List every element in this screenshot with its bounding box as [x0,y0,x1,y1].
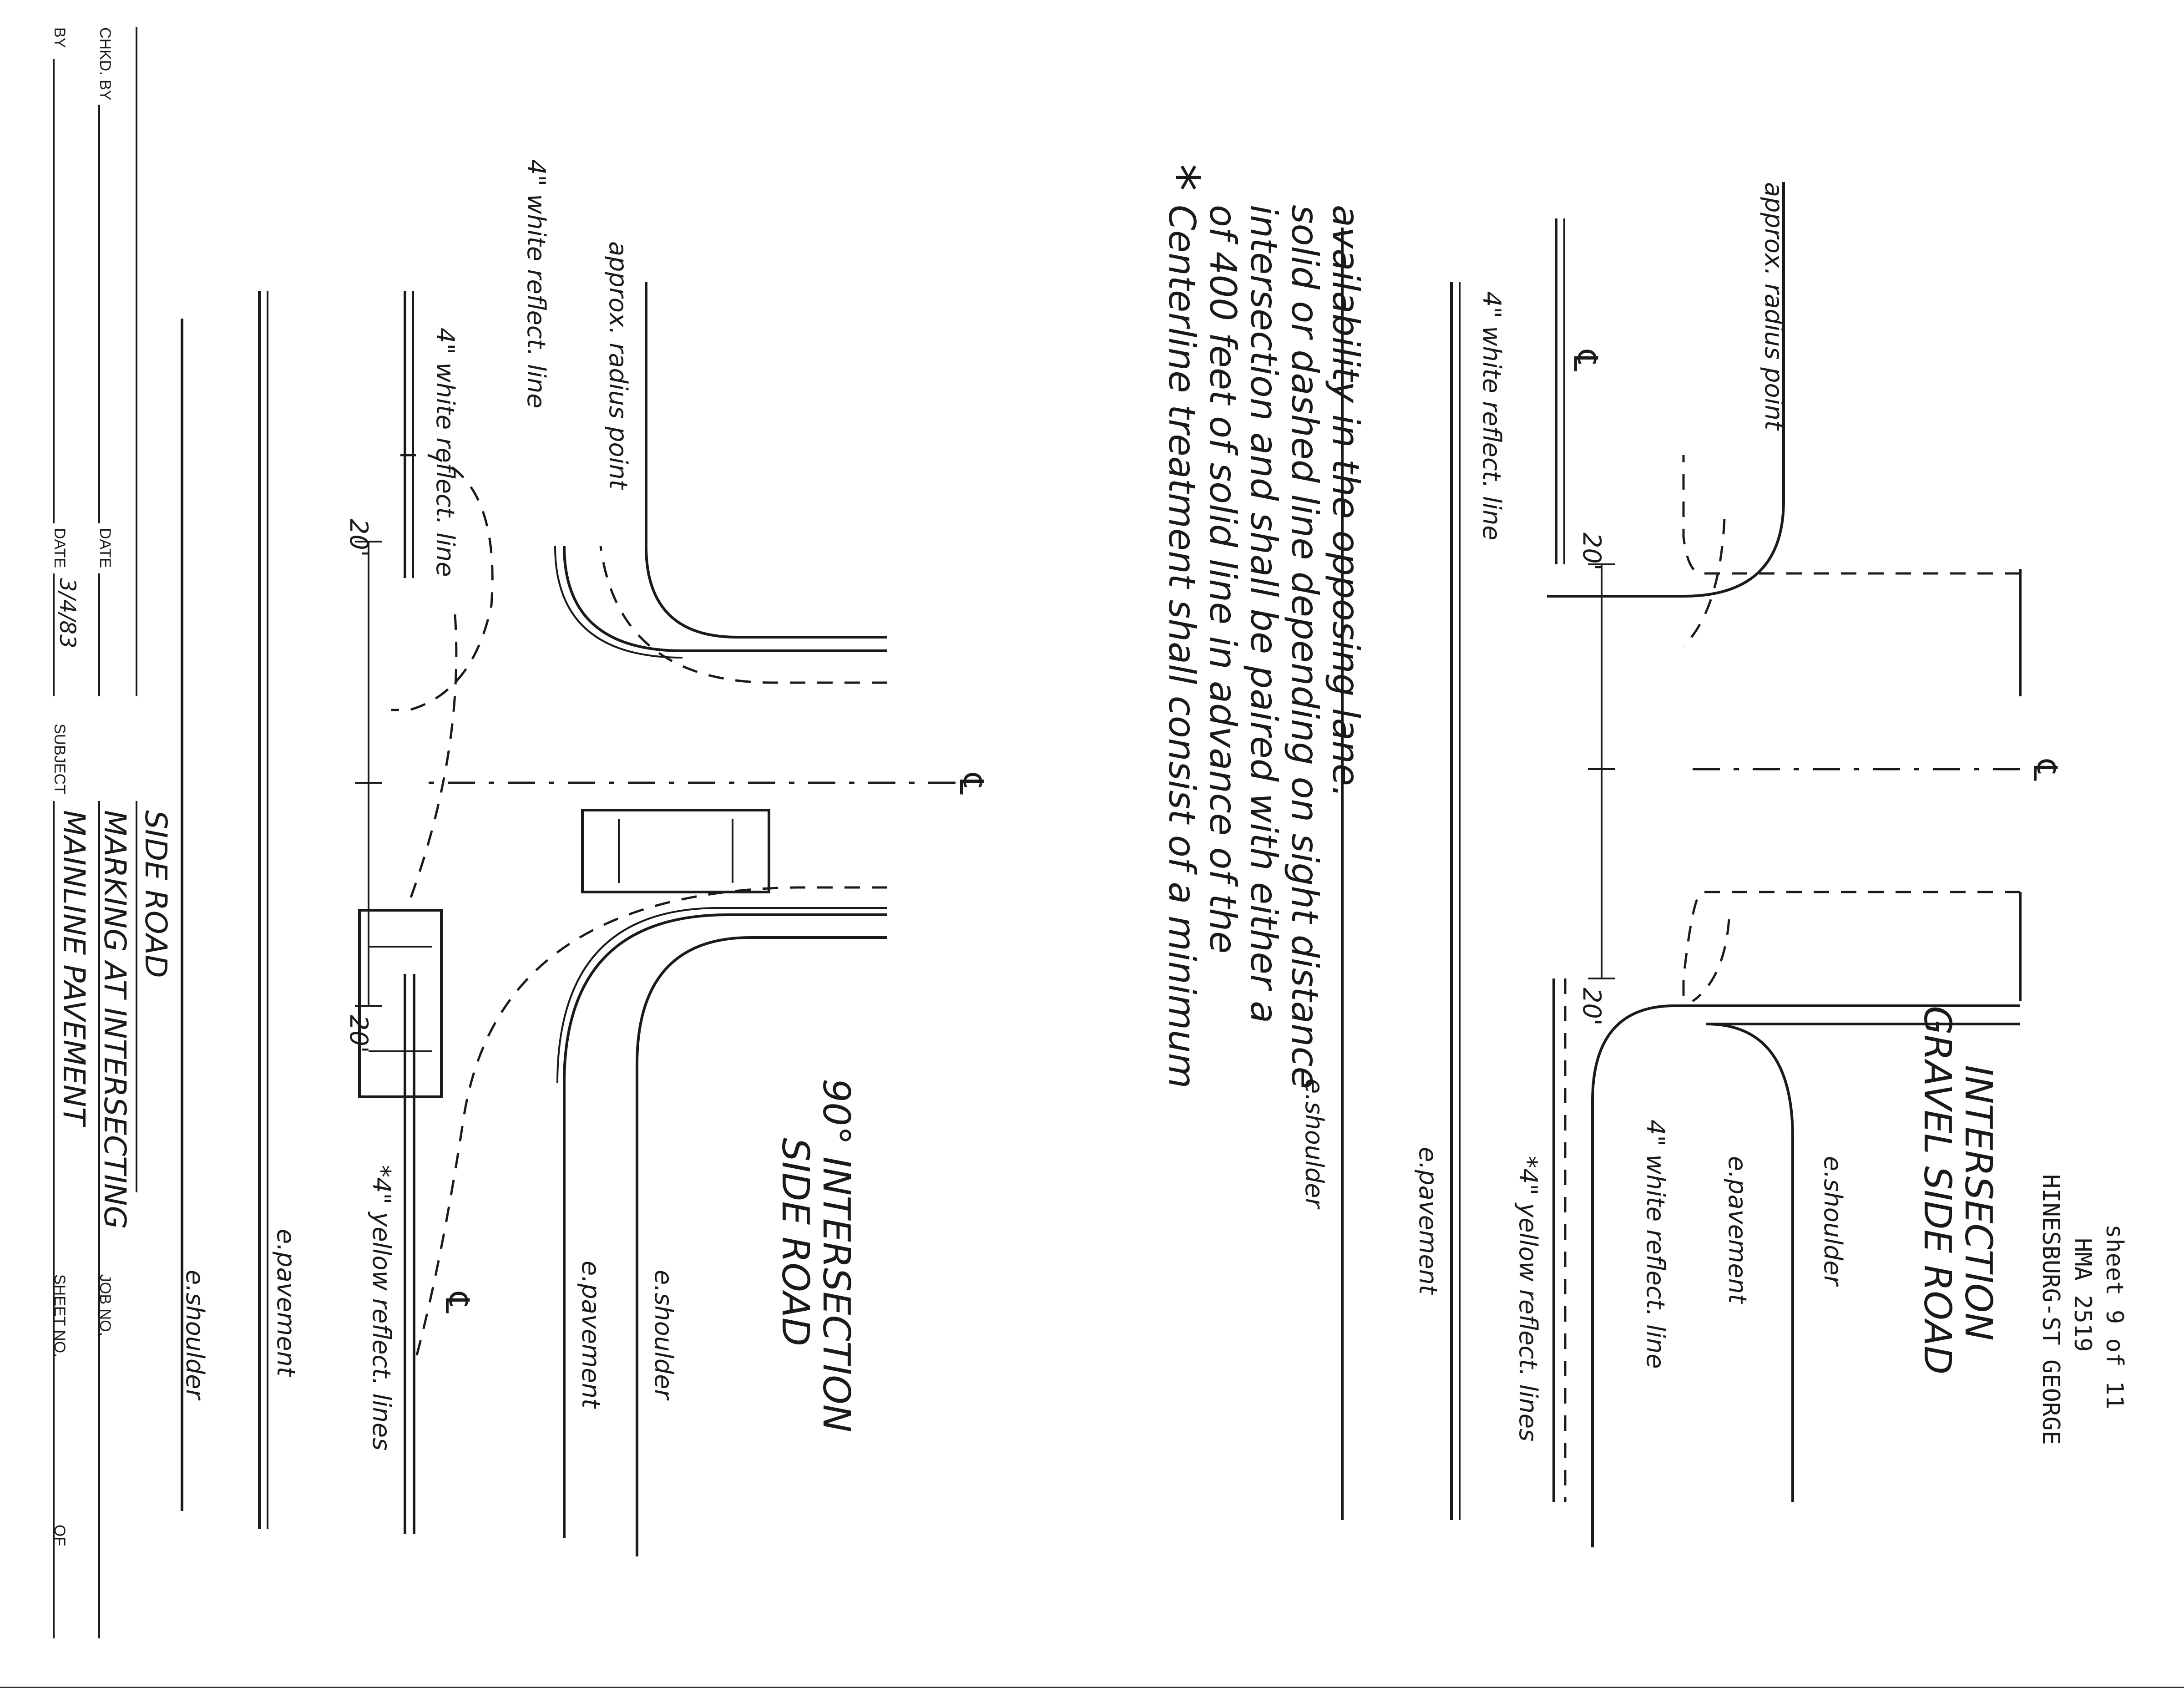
gravel-white-line-left-label: 4" white reflect. line [1477,291,1506,541]
gravel-title-2: INTERSECTION [1956,1065,2000,1341]
note-line-2: of 400 feet of solid line in advance of … [1202,205,1244,953]
approx-radius-label: approx. radius point [604,241,632,490]
gravel-edge-left [1547,182,1785,598]
side-road-title-1: SIDE ROAD [774,1138,817,1346]
sheet-no-label: SHEET NO. [51,1274,68,1358]
note-line-5: availability in the opposing lane. [1325,205,1367,797]
note-line-1: Centerline treatment shall consist of a … [1161,205,1203,1089]
side-road-title-2: 90° INTERSECTION [814,1079,858,1432]
gravel-cl-mark: ℄ [2026,755,2064,785]
e-pavement-label: e.pavement [272,1229,300,1377]
side-road-diagram: ℄ 20' 20' 4" white reflect. line 4" whit… [181,159,991,1556]
main-cl-mark: ℄ [1567,346,1605,375]
gravel-dash-right-2 [1692,919,1730,1003]
gravel-e-pavement-lower-label: e.pavement [1723,1156,1752,1304]
gravel-dash-right [1682,891,2020,1001]
side-road-radius-right [563,913,887,1538]
dim-bottom-right-label: 20' [1577,988,1606,1026]
side-road-dash-left [599,546,887,684]
e-shoulder-lower-label: e.shoulder [649,1270,678,1401]
note-line-4: solid or dashed line depending on sight … [1284,205,1326,1089]
centerline-note: * Centerline treatment shall consist of … [1147,164,1367,1089]
gravel-white-line-right-label: 4" white reflect. line [1641,1120,1670,1369]
gravel-e-shoulder-lower-label: e.shoulder [1819,1156,1847,1287]
footer-block: HINESBURG-ST GEORGE HMA 2519 sheet 9 of … [2037,1174,2128,1445]
dim-bottom-left-label: 20' [1577,532,1606,571]
side-road-radius-right-inner [556,907,887,1084]
gravel-yellow-lines-label: *4" yellow reflect. lines [1514,1156,1542,1441]
note-line-3: intersection and shall be paired with ei… [1243,205,1285,1023]
date-label: DATE [51,528,68,568]
subject-line-3: SIDE ROAD [138,810,173,978]
turning-path-upper [391,454,494,711]
gravel-approx-radius-label: approx. radius point [1759,182,1788,431]
yellow-cl-mark: ℄ [438,1288,476,1318]
side-road-cl-mark: ℄ [952,769,991,799]
of-label: OF [51,1525,68,1546]
gravel-dash-left [1682,455,2020,575]
subject-line-1: MAINLINE PAVEMENT [56,810,91,1127]
vehicle-2 [358,909,443,1098]
gravel-e-shoulder-label: e.shoulder [1300,1079,1329,1210]
vehicle-1 [581,809,770,893]
yellow-lines-label: *4" yellow reflect. lines [367,1165,396,1450]
side-road-edge-right [636,936,887,1556]
note-star: * [1147,164,1210,191]
subject-label: SUBJECT [51,724,68,794]
white-line-left-label: 4" white reflect. line [522,159,551,409]
e-pavement-lower-label: e.pavement [576,1261,605,1409]
dim-right-label: 20' [344,1015,373,1053]
chkd-date-label: DATE [96,528,114,568]
side-road-radius-left [563,546,887,652]
by-label: BY [51,27,68,48]
footer-line-2: HMA 2519 [2069,1238,2096,1352]
title-block: BY DATE 3/4/83 SUBJECT MAINLINE PAVEMENT… [51,27,173,1638]
dim-left-label: 20' [344,519,373,557]
footer-line-1: HINESBURG-ST GEORGE [2037,1174,2064,1445]
bottom-scan-edge [0,1687,2184,1688]
e-shoulder-label: e.shoulder [181,1270,209,1401]
side-road-dash-right [413,886,887,1366]
gravel-edge-right-outer [1591,1004,2020,1547]
gravel-edge-right [1706,1023,2020,1502]
subject-line-2: MARKING AT INTERSECTING [97,810,132,1229]
gravel-dash-left-2 [1683,518,1726,647]
chkd-by-label: CHKD. BY [96,27,114,101]
side-road-edge-left [645,282,887,639]
date-value: 3/4/83 [55,578,80,649]
white-line-upper-label: 4" white reflect. line [431,328,460,577]
gravel-title-1: GRAVEL SIDE ROAD [1916,1006,1959,1374]
turning-path-upper-2 [408,614,458,902]
footer-line-3: sheet 9 of 11 [2101,1224,2128,1409]
job-no-label: JOB NO. [96,1274,114,1336]
gravel-road-diagram: ℄ ℄ 20' 20' e.shoulder e.pavement 4" whi… [1300,182,2064,1547]
side-road-radius-left-inner [554,546,683,659]
gravel-e-pavement-label: e.pavement [1414,1147,1442,1295]
